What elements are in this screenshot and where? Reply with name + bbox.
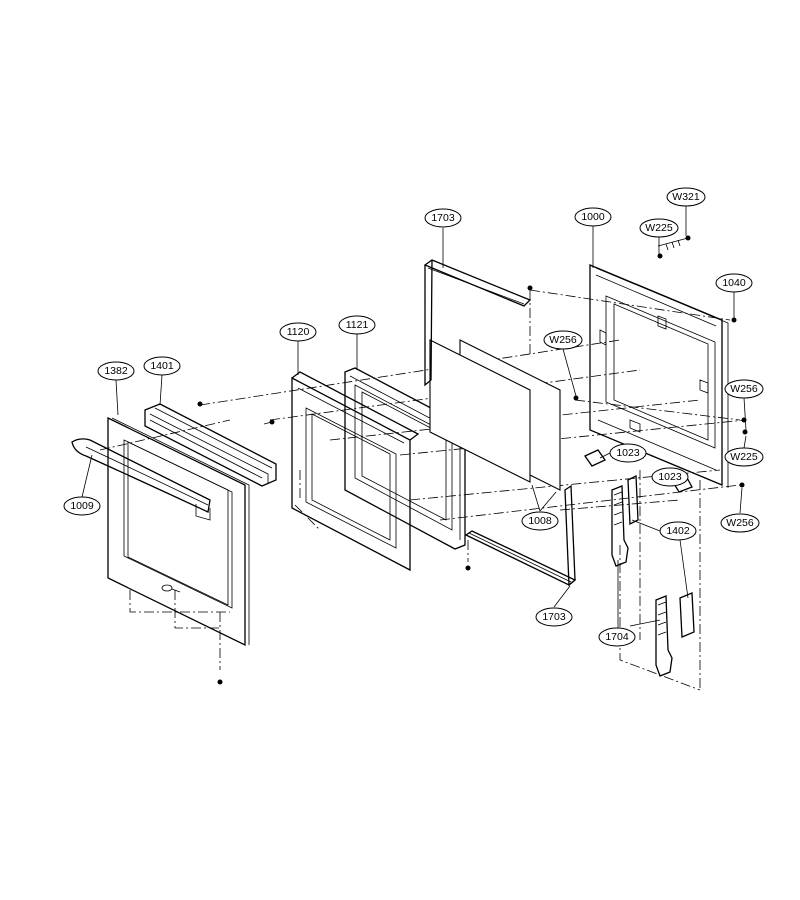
callout-1008: 1008: [521, 511, 559, 531]
callout-text: 1120: [287, 326, 310, 338]
callout-text: 1703: [542, 611, 566, 623]
callout-text: 1121: [346, 319, 369, 331]
callout-1703-bottom: 1703: [535, 607, 573, 627]
callout-1000: 1000: [574, 207, 612, 227]
hinges-1704: [611, 485, 673, 677]
callout-w225-right: W225: [724, 447, 764, 467]
callout-text: 1382: [104, 365, 128, 377]
callout-1023-a: 1023: [609, 443, 647, 463]
callout-1009: 1009: [63, 496, 101, 516]
callout-1703-top: 1703: [424, 208, 462, 228]
callout-text: 1401: [150, 360, 174, 372]
callout-text: 1009: [70, 500, 94, 512]
callout-text: W256: [549, 334, 577, 346]
callout-labels: 1703 1000 W321 W225 1040 1120 1121 W256: [63, 187, 764, 647]
callout-text: 1402: [666, 525, 690, 537]
callout-1382: 1382: [97, 361, 135, 381]
screws: [197, 235, 748, 685]
callout-text: W321: [672, 191, 700, 203]
callout-1120: 1120: [279, 322, 317, 342]
callout-w321: W321: [666, 187, 706, 207]
callout-w256-right: W256: [724, 379, 764, 399]
callout-text: W225: [645, 222, 673, 234]
callout-1040: 1040: [715, 273, 753, 293]
callout-1402: 1402: [659, 521, 697, 541]
callout-1401: 1401: [143, 356, 181, 376]
rear-frame-1000: [589, 264, 729, 488]
callout-text: 1704: [605, 631, 629, 643]
leader-lines: [81, 206, 747, 628]
callout-1023-b: 1023: [651, 467, 689, 487]
callout-text: W225: [730, 451, 758, 463]
callout-w225-top: W225: [639, 218, 679, 238]
callout-text: 1023: [616, 447, 640, 459]
callout-1121: 1121: [338, 315, 376, 335]
door-handle-1009: [71, 438, 211, 521]
callout-text: 1000: [581, 211, 605, 223]
callout-text: 1008: [528, 515, 552, 527]
callout-w256-low: W256: [720, 513, 760, 533]
inner-panel-1120: [291, 371, 420, 572]
callout-1704: 1704: [598, 627, 636, 647]
callout-w256-mid: W256: [543, 330, 583, 350]
callout-text: 1040: [722, 277, 746, 289]
seal-strip-1703-bottom: [464, 484, 577, 587]
callout-text: 1023: [658, 471, 682, 483]
glass-panes-1008: [429, 339, 561, 491]
callout-text: W256: [726, 517, 754, 529]
outer-door-panel-1382: [107, 416, 250, 647]
assembly-guide-lines: [99, 289, 746, 691]
seal-strip-1703-top: [423, 259, 532, 387]
callout-text: 1703: [431, 212, 455, 224]
callout-text: W256: [730, 383, 758, 395]
cover-plates-1402: [627, 474, 695, 638]
